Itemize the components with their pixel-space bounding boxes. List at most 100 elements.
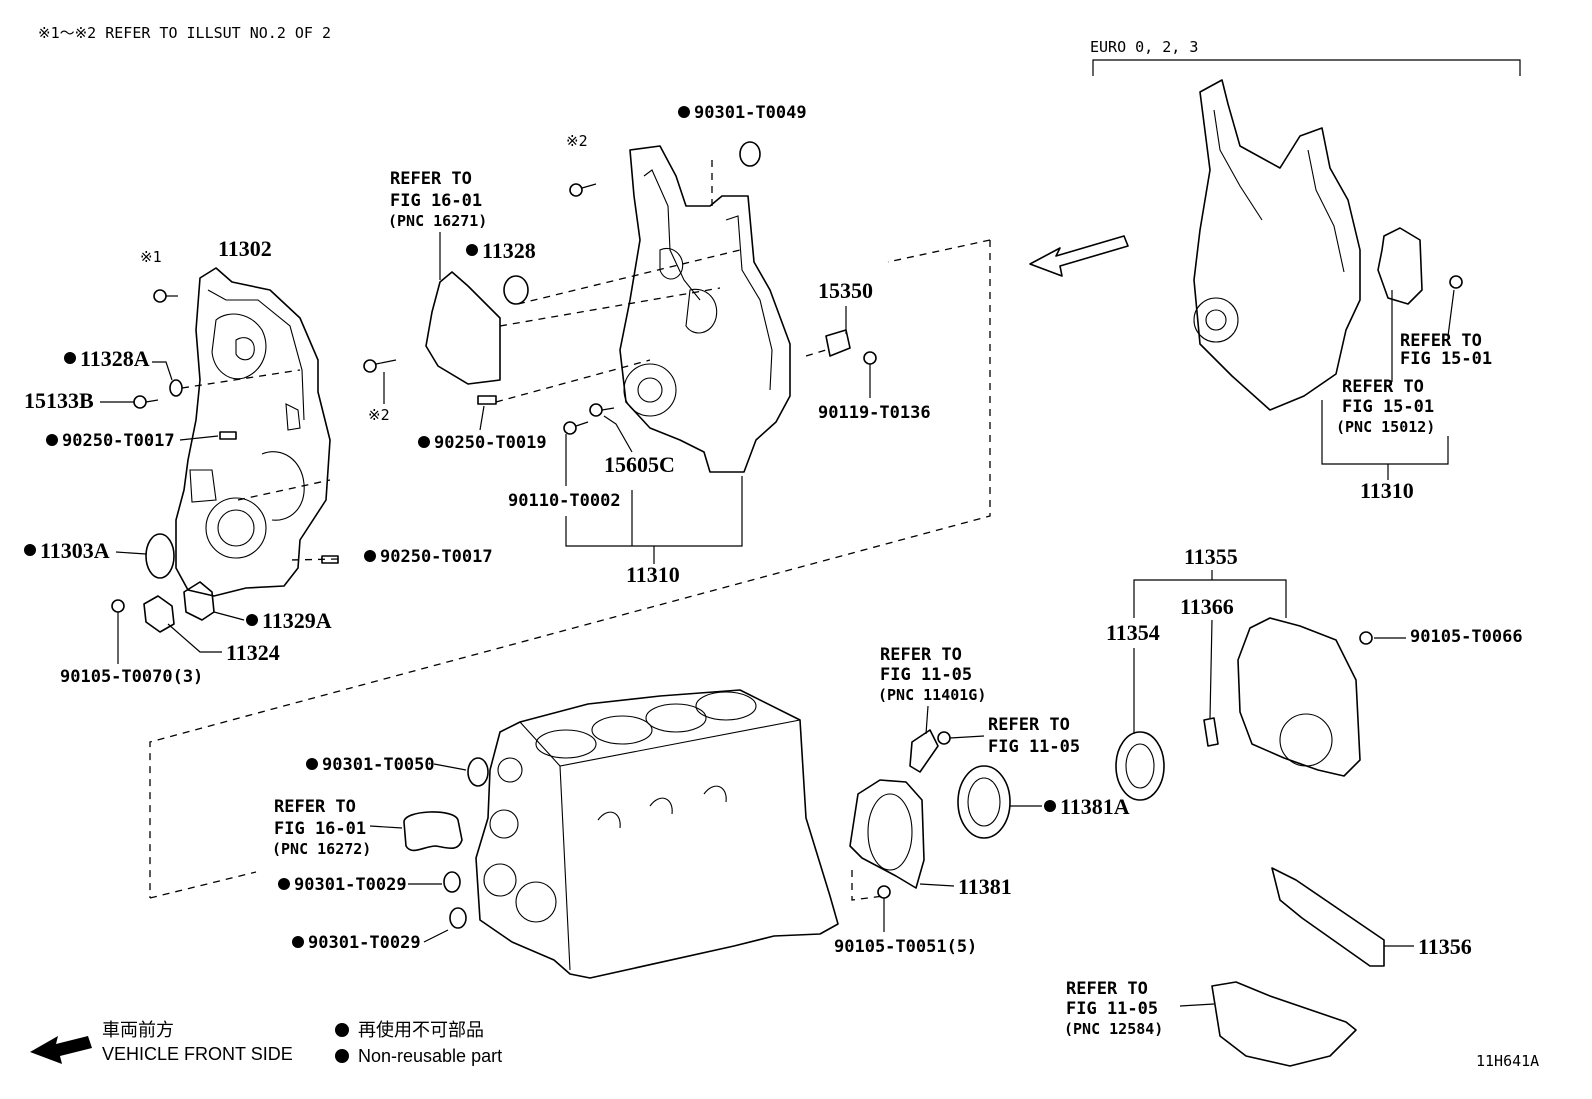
label-11381a: 11381A [1060,794,1130,819]
pnc-12584: (PNC 12584) [1064,1020,1163,1038]
oil-seal-11303a [145,533,175,579]
leader-11366 [1209,619,1213,719]
leader-11-05b [949,735,985,739]
nonreusable-legend-dot-en [335,1049,349,1063]
label-90110-t0002: 90110-T0002 [508,491,621,511]
timing-chain-cover [175,267,331,597]
label-11310b: 11310 [1360,478,1414,503]
fig-11-05a: FIG 11-05 [880,665,972,685]
gasket-11324 [143,595,175,633]
bracket-11310a [565,476,743,547]
bolt-refer-11-05 [937,731,951,745]
euro-label: EURO 0, 2, 3 [1090,38,1198,56]
o-ring-90301-t0029b [449,907,467,929]
rear-oil-seal-retainer-bore [867,793,913,871]
label-90105-t0070: 90105-T0070(3) [60,667,203,687]
label-90301-t0049: 90301-T0049 [694,103,807,123]
nonreusable-legend-dot-jp [335,1023,349,1037]
label-11366: 11366 [1180,594,1234,619]
direction-en: VEHICLE FRONT SIDE [102,1044,293,1064]
water-pump-gasket [425,271,501,385]
illustration-id: 11H641A [1476,1052,1539,1070]
oil-control-valve [825,329,851,357]
o-ring-90301-t0049 [739,141,761,167]
fig-16-01b: FIG 16-01 [274,819,366,839]
label-11356: 11356 [1418,934,1472,959]
label-11381: 11381 [958,874,1012,899]
leader-15-01a [1447,289,1455,337]
knock-pin [1203,717,1219,747]
label-90119-t0136: 90119-T0136 [818,403,931,423]
label-15605c: 15605C [604,452,675,477]
assembly-line-1 [517,249,741,305]
pnc-16272: (PNC 16272) [272,840,371,858]
water-inlet-gasket [403,811,463,852]
assembly-line-3 [495,359,651,403]
label-11355: 11355 [1184,544,1238,569]
bracket-11310b [1321,400,1449,465]
label-90250-t0017a: 90250-T0017 [62,431,175,451]
o-ring-90301-t0029a [443,871,461,893]
timing-cover-assy-euro [1193,79,1361,411]
refer-to-16-01b: REFER TO [274,797,356,817]
nonreusable-dot-11328 [466,244,478,256]
cylinder-block [475,689,839,979]
mark-2-top: ※2 [566,132,588,150]
fig-15-01a: FIG 15-01 [1400,349,1492,369]
rear-oil-seal-retainer [849,779,925,889]
o-ring-11328a [169,379,183,397]
label-90105-t0066: 90105-T0066 [1410,627,1523,647]
fig-11-05c: FIG 11-05 [1066,999,1158,1019]
mark-1: ※1 [140,248,162,266]
bolt-mark2-top [569,183,597,197]
bolt-15605c [589,403,615,417]
end-plate [1237,617,1361,777]
label-11328a: 11328A [80,346,150,371]
o-ring-90301-t0050 [467,757,489,787]
pnc-15012: (PNC 15012) [1336,418,1435,436]
label-11302: 11302 [218,236,272,261]
assembly-line-4 [181,369,301,389]
timing-cover-assy [619,145,791,473]
label-15350: 15350 [818,278,873,303]
assembly-line-9 [851,870,885,901]
oil-seal-11354-inner [1125,743,1155,789]
leader-11324 [167,623,222,653]
nonreusable-dot-90301-t0049 [678,106,690,118]
bracket-11310a-stem [631,490,655,564]
refer-to-16-01a: REFER TO [390,169,472,189]
bolt-90105-t0066 [1359,631,1373,645]
label-15133b: 15133B [24,388,94,413]
bolt-euro [1449,275,1463,289]
direction-jp: 車両前方 [102,1020,174,1040]
fig-15-01b: FIG 15-01 [1342,397,1434,417]
nonreusable-dot-90301-t0050 [306,758,318,770]
crank-position-sensor [909,729,939,773]
fig-11-05b: FIG 11-05 [988,737,1080,757]
leader-16272 [369,825,403,829]
refer-to-15-01b: REFER TO [1342,377,1424,397]
euro-bracket [1092,59,1521,76]
o-ring-11328 [503,275,529,305]
water-pump-euro [1377,227,1423,305]
direction-arrow-outline [1029,235,1129,277]
leader-11303a [115,551,147,555]
nonreusable-dot-90301-t0029a [278,878,290,890]
assembly-line-8 [805,349,827,357]
leader-12584 [1179,1003,1215,1007]
nonreusable-dot-11329a [246,614,258,626]
oil-pan [1211,981,1357,1067]
vehicle-front-arrow-icon [30,1036,92,1064]
nonreusable-dot-90250-t0017a [46,434,58,446]
end-plate-hole [1279,713,1333,767]
dashed-boundary [149,240,991,898]
bolt-mark1 [153,289,178,303]
bolt-mark2-left [363,359,397,373]
label-11329a: 11329A [262,608,332,633]
refer-to-15-01a: REFER TO [1400,331,1482,351]
dowel-90250-t0019 [477,395,497,405]
nonreusable-dot-90250-t0017b [364,550,376,562]
fig-16-01a: FIG 16-01 [390,191,482,211]
bolt-15133b [133,395,159,409]
label-90301-t0029a: 90301-T0029 [294,875,407,895]
